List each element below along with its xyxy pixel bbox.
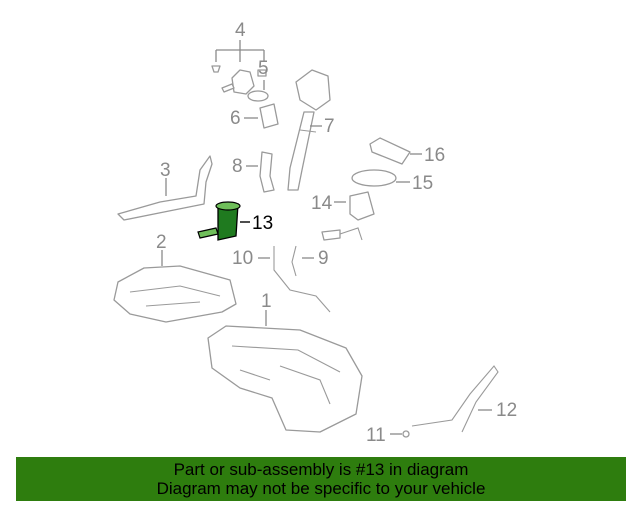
callout-1: 1 <box>261 291 272 312</box>
callout-2: 2 <box>156 232 167 253</box>
part-3-bracket <box>117 155 213 221</box>
callout-5: 5 <box>258 58 269 79</box>
banner-line-1: Part or sub-assembly is #13 in diagram <box>173 460 469 479</box>
part-13-top <box>215 201 241 211</box>
part-4-stem <box>221 83 235 93</box>
part-3 <box>117 155 213 221</box>
callout-3: 3 <box>160 160 171 181</box>
part-4-valve <box>231 69 255 95</box>
part-1-tank-detail <box>231 345 341 405</box>
part-2-shield <box>113 265 237 323</box>
part-13-fuel-pump <box>197 201 250 241</box>
part-15-ring <box>351 169 397 187</box>
part-4-assembly <box>211 40 267 95</box>
callout-10: 10 <box>232 248 253 269</box>
callout-16: 16 <box>424 145 445 166</box>
part-11 <box>390 430 410 438</box>
part-9 <box>291 245 314 277</box>
part-7-bracket <box>299 129 317 133</box>
part-8-hose <box>259 151 275 193</box>
part-14-sender <box>349 191 375 221</box>
part-9-hose <box>291 245 297 277</box>
part-1-tank <box>207 310 363 433</box>
part-6 <box>244 103 279 129</box>
callout-9: 9 <box>318 248 329 269</box>
part-4-clip <box>211 65 221 73</box>
callout-15: 15 <box>412 173 433 194</box>
part-16 <box>369 137 422 165</box>
part-7-filler-tube <box>287 111 315 191</box>
callout-12: 12 <box>496 400 517 421</box>
callout-11: 11 <box>366 425 386 446</box>
callout-14: 14 <box>311 193 333 214</box>
parts-diagram: 4 5 6 7 8 3 13 16 15 14 2 10 9 1 12 11 <box>113 20 517 446</box>
part-11-clip <box>402 430 410 438</box>
part-14 <box>321 191 375 241</box>
part-14-wire <box>339 227 363 241</box>
part-4-leader <box>215 40 265 62</box>
part-10 <box>258 246 331 313</box>
part-7-filler-head <box>295 69 331 111</box>
banner-line-2: Diagram may not be specific to your vehi… <box>156 479 486 498</box>
part-4-cap <box>257 69 267 77</box>
part-14-plug <box>321 229 341 241</box>
part-12-lines <box>411 365 499 433</box>
part-10-line <box>273 246 331 313</box>
part-16-seal <box>369 137 411 165</box>
callout-13: 13 <box>252 213 273 234</box>
part-13-arm <box>197 227 219 239</box>
callout-6: 6 <box>230 108 241 129</box>
part-8 <box>246 151 275 193</box>
part-5-ring <box>247 90 269 102</box>
callout-7: 7 <box>324 116 335 137</box>
callout-4: 4 <box>235 20 246 41</box>
part-7 <box>287 69 331 191</box>
part-15 <box>351 169 410 187</box>
part-5 <box>247 80 269 102</box>
part-2-ribs <box>129 285 221 307</box>
part-12 <box>411 365 499 433</box>
part-6-grommet <box>259 103 279 129</box>
callout-8: 8 <box>232 156 243 177</box>
notice-banner: Part or sub-assembly is #13 in diagram D… <box>16 457 626 501</box>
part-1-tank-body <box>207 325 363 433</box>
part-2 <box>113 250 237 323</box>
